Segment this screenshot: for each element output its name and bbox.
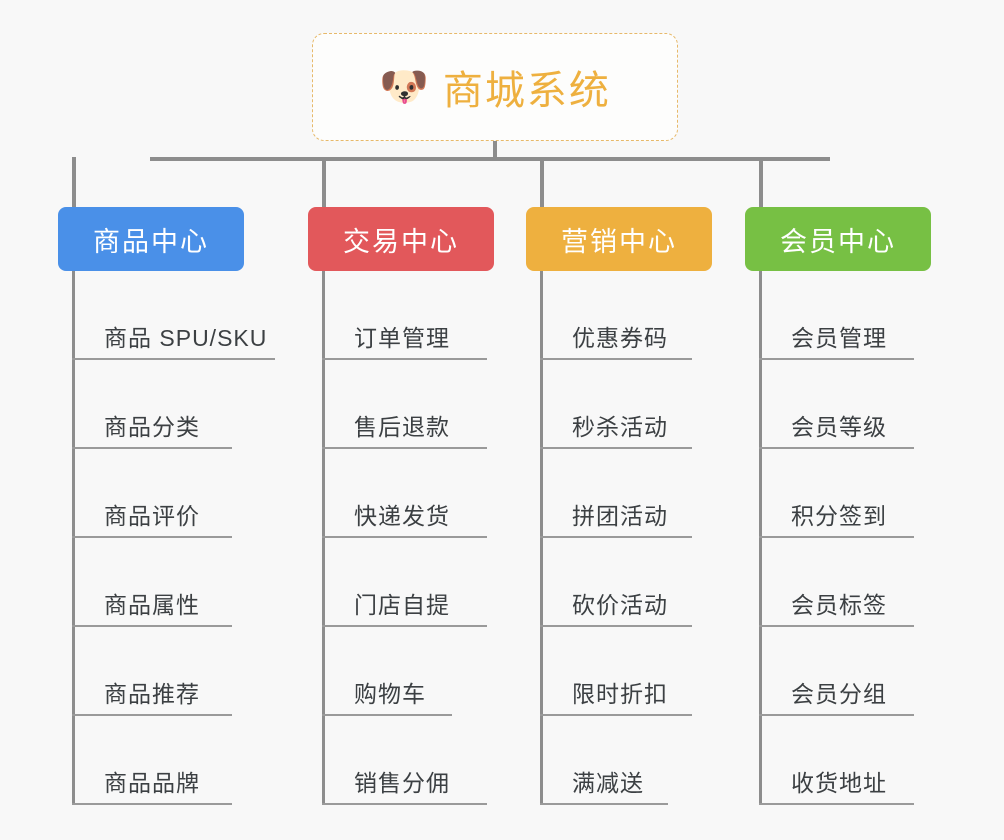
column-trunk [322, 271, 325, 805]
leaf-item[interactable]: 商品推荐 [72, 627, 232, 716]
leaf-item-label: 商品 SPU/SKU [104, 325, 268, 351]
leaf-item-underline [759, 358, 914, 360]
category-label: 商品中心 [93, 226, 209, 257]
leaf-item[interactable]: 商品品牌 [72, 716, 232, 805]
leaf-item-label: 商品评价 [104, 503, 200, 529]
leaf-item-label: 优惠券码 [572, 325, 668, 351]
leaf-item[interactable]: 商品评价 [72, 449, 232, 538]
leaf-item-label: 拼团活动 [572, 503, 668, 529]
leaf-item-underline [540, 803, 668, 805]
leaf-item-label: 限时折扣 [572, 681, 668, 707]
leaf-item-label: 购物车 [354, 681, 426, 707]
leaf-item[interactable]: 销售分佣 [322, 716, 487, 805]
leaf-item-underline [540, 625, 692, 627]
category-label: 交易中心 [343, 226, 459, 257]
leaf-item-label: 会员标签 [791, 592, 887, 618]
page-title: 商城系统 [442, 69, 611, 113]
leaf-item[interactable]: 收货地址 [759, 716, 914, 805]
leaf-item[interactable]: 商品分类 [72, 360, 232, 449]
leaf-item[interactable]: 订单管理 [322, 271, 487, 360]
connector-drop-2 [322, 157, 326, 207]
leaf-item-underline [72, 536, 232, 538]
leaf-item[interactable]: 商品属性 [72, 538, 232, 627]
dog-face-icon: 🐶 [379, 65, 429, 109]
leaf-item-label: 会员管理 [791, 325, 887, 351]
leaf-item-label: 收货地址 [791, 770, 887, 796]
leaf-item-underline [322, 358, 487, 360]
leaf-item-label: 商品分类 [104, 414, 200, 440]
leaf-item-underline [322, 803, 487, 805]
connector-drop-1 [72, 157, 76, 207]
leaf-item[interactable]: 商品 SPU/SKU [72, 271, 275, 360]
leaf-item-underline [322, 536, 487, 538]
leaf-item-label: 商品推荐 [104, 681, 200, 707]
leaf-item[interactable]: 快递发货 [322, 449, 487, 538]
leaf-item-underline [72, 358, 275, 360]
leaf-item[interactable]: 会员分组 [759, 627, 914, 716]
column-trunk [540, 271, 543, 805]
leaf-item[interactable]: 会员管理 [759, 271, 914, 360]
leaf-item-underline [759, 714, 914, 716]
leaf-item-label: 售后退款 [354, 414, 450, 440]
category-box-2[interactable]: 交易中心 [308, 207, 494, 271]
leaf-item[interactable]: 砍价活动 [540, 538, 692, 627]
leaf-item-underline [540, 536, 692, 538]
leaf-item-underline [72, 447, 232, 449]
category-box-1[interactable]: 商品中心 [58, 207, 244, 271]
connector-drop-4 [759, 157, 763, 207]
leaf-item-label: 快递发货 [354, 503, 450, 529]
connector-horizontal-bus [150, 157, 830, 161]
category-box-3[interactable]: 营销中心 [526, 207, 712, 271]
leaf-item[interactable]: 积分签到 [759, 449, 914, 538]
leaf-item[interactable]: 满减送 [540, 716, 668, 805]
leaf-item-label: 商品品牌 [104, 770, 200, 796]
leaf-item-underline [759, 447, 914, 449]
connector-root-stem [493, 141, 497, 160]
leaf-item[interactable]: 门店自提 [322, 538, 487, 627]
leaf-item-underline [759, 625, 914, 627]
column-trunk [759, 271, 762, 805]
column-trunk [72, 271, 75, 805]
leaf-item-underline [540, 358, 692, 360]
root-node[interactable]: 🐶 商城系统 [312, 33, 678, 141]
leaf-item-label: 满减送 [572, 770, 644, 796]
leaf-item[interactable]: 优惠券码 [540, 271, 692, 360]
leaf-item[interactable]: 购物车 [322, 627, 452, 716]
leaf-item[interactable]: 售后退款 [322, 360, 487, 449]
leaf-item[interactable]: 会员标签 [759, 538, 914, 627]
leaf-item[interactable]: 拼团活动 [540, 449, 692, 538]
leaf-item-underline [72, 714, 232, 716]
leaf-item[interactable]: 秒杀活动 [540, 360, 692, 449]
leaf-item-label: 门店自提 [354, 592, 450, 618]
leaf-item-label: 会员等级 [791, 414, 887, 440]
leaf-item-label: 秒杀活动 [572, 414, 668, 440]
connector-drop-3 [540, 157, 544, 207]
leaf-item-label: 砍价活动 [572, 592, 668, 618]
leaf-item-label: 商品属性 [104, 592, 200, 618]
leaf-item-underline [322, 714, 452, 716]
leaf-item-underline [72, 625, 232, 627]
leaf-item-label: 会员分组 [791, 681, 887, 707]
leaf-item-underline [540, 714, 692, 716]
leaf-item-underline [322, 447, 487, 449]
leaf-item-underline [72, 803, 232, 805]
category-label: 营销中心 [561, 226, 677, 257]
leaf-item-label: 订单管理 [354, 325, 450, 351]
leaf-item-label: 销售分佣 [354, 770, 450, 796]
leaf-item-underline [759, 536, 914, 538]
category-label: 会员中心 [780, 226, 896, 257]
leaf-item-label: 积分签到 [791, 503, 887, 529]
category-box-4[interactable]: 会员中心 [745, 207, 931, 271]
leaf-item-underline [322, 625, 487, 627]
leaf-item[interactable]: 限时折扣 [540, 627, 692, 716]
leaf-item-underline [759, 803, 914, 805]
leaf-item-underline [540, 447, 692, 449]
leaf-item[interactable]: 会员等级 [759, 360, 914, 449]
